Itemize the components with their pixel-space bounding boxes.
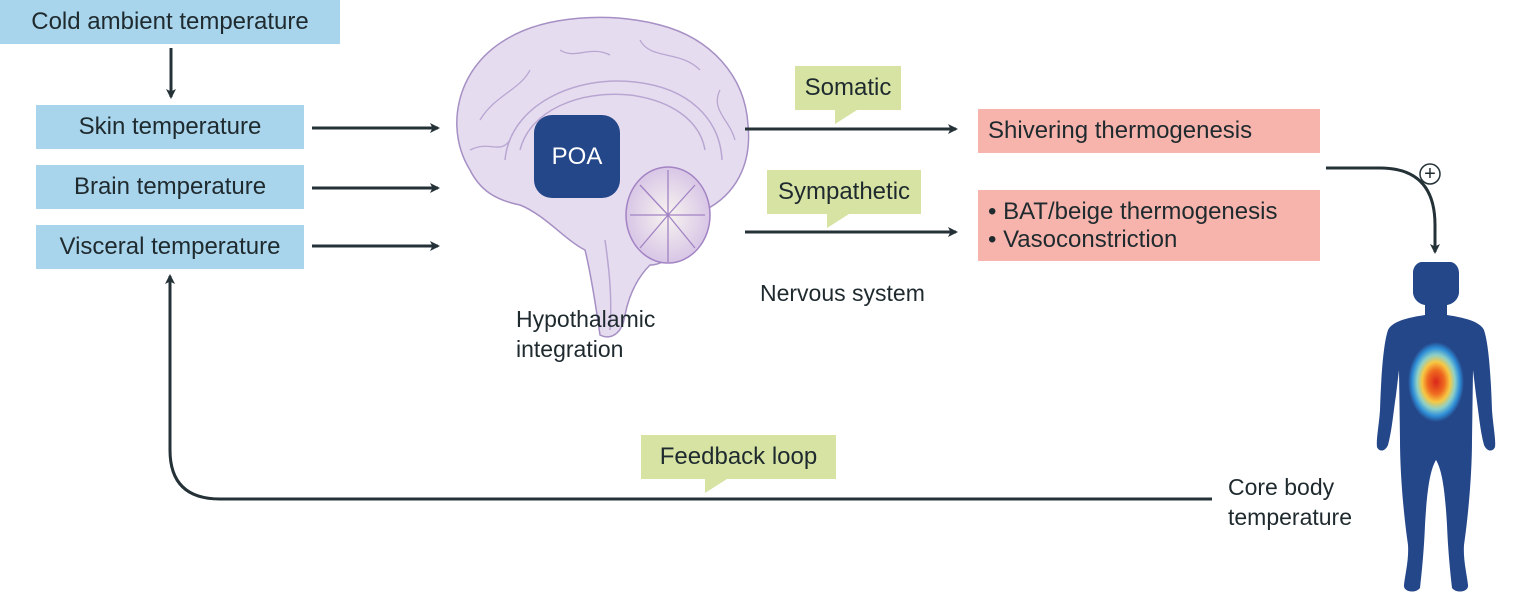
brain-temperature-label: Brain temperature xyxy=(73,173,267,200)
skin-temperature-box: Skin temperature xyxy=(36,105,304,149)
somatic-label: Somatic xyxy=(804,74,892,101)
sympathetic-label: Sympathetic xyxy=(777,178,911,205)
sympathetic-outputs-box: • BAT/beige thermogenesis • Vasoconstric… xyxy=(978,190,1320,261)
shivering-thermogenesis-box: Shivering thermogenesis xyxy=(978,109,1320,153)
hypothalamic-caption-line2: integration xyxy=(516,336,624,362)
core-body-caption-line1: Core body xyxy=(1228,474,1335,500)
hypothalamic-integration-caption: Hypothalamic integration xyxy=(516,304,655,364)
poa-region: POA xyxy=(534,115,620,198)
nervous-system-label: Nervous system xyxy=(760,280,925,306)
shivering-thermogenesis-label: Shivering thermogenesis xyxy=(988,117,1253,144)
sympathetic-callout-box: Sympathetic xyxy=(767,170,921,214)
visceral-temperature-box: Visceral temperature xyxy=(36,225,304,269)
core-body-temperature-caption: Core body temperature xyxy=(1228,472,1352,532)
visceral-temperature-label: Visceral temperature xyxy=(59,233,281,260)
cold-ambient-temperature-label: Cold ambient temperature xyxy=(31,8,309,35)
feedback-loop-arrow xyxy=(165,274,1212,501)
vasoconstriction-label: • Vasoconstriction xyxy=(988,225,1178,253)
cold-ambient-temperature-box: Cold ambient temperature xyxy=(0,0,340,44)
arrow-to-body xyxy=(1326,166,1440,254)
skin-temperature-label: Skin temperature xyxy=(78,113,262,140)
core-heat-map xyxy=(1408,342,1464,422)
sympathetic-callout-tail xyxy=(827,214,849,228)
feedback-loop-callout: Feedback loop xyxy=(641,435,836,493)
feedback-loop-label: Feedback loop xyxy=(659,443,818,470)
plus-sign: + xyxy=(1424,163,1436,185)
poa-label: POA xyxy=(551,142,603,170)
brain-temperature-box: Brain temperature xyxy=(36,165,304,209)
plus-circle-icon xyxy=(1419,163,1441,185)
somatic-callout-tail xyxy=(835,110,857,124)
core-body-caption-line2: temperature xyxy=(1228,504,1353,530)
human-body-illustration xyxy=(1376,262,1496,592)
somatic-callout: Somatic xyxy=(795,66,901,124)
bat-thermogenesis-label: • BAT/beige thermogenesis xyxy=(988,197,1278,225)
somatic-callout-box: Somatic xyxy=(795,66,901,110)
feedback-loop-callout-tail xyxy=(705,479,727,493)
feedback-loop-callout-box: Feedback loop xyxy=(641,435,836,479)
hypothalamic-caption-line1: Hypothalamic xyxy=(516,306,656,332)
sympathetic-callout: Sympathetic xyxy=(767,170,921,228)
